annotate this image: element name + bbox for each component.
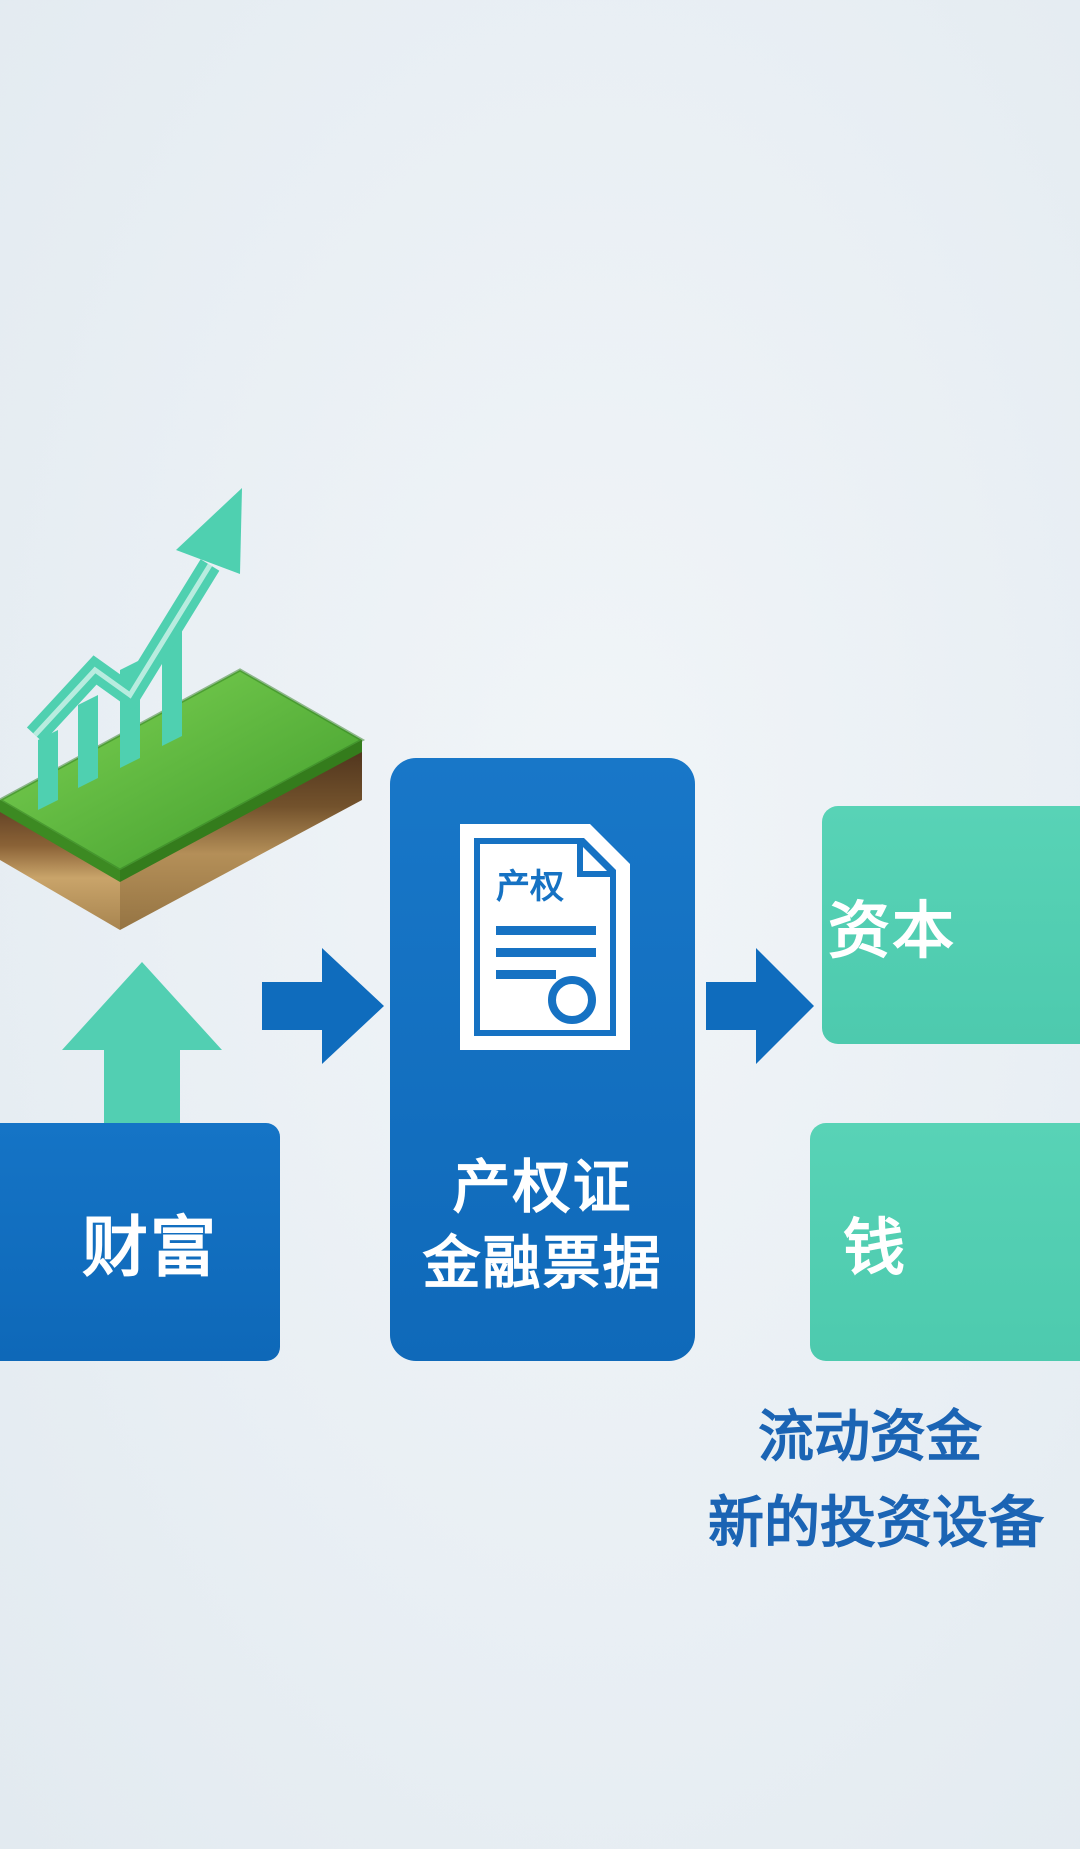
money-label: 钱 bbox=[842, 1211, 907, 1284]
land-growth-icon bbox=[0, 488, 366, 930]
document-certificate-icon: 产权 bbox=[460, 824, 630, 1050]
caption-line-1: 流动资金 bbox=[758, 1405, 982, 1470]
certificate-line-2: 金融票据 bbox=[422, 1229, 663, 1297]
capital-box: 资本 bbox=[822, 806, 1080, 1044]
money-box: 钱 bbox=[810, 1123, 1080, 1361]
caption-line-2: 新的投资设备 bbox=[708, 1491, 1044, 1556]
capital-label: 资本 bbox=[827, 894, 956, 967]
certificate-line-1: 产权证 bbox=[452, 1153, 633, 1221]
arrow-right-icon bbox=[706, 948, 814, 1064]
wealth-label: 财富 bbox=[82, 1209, 218, 1286]
document-label: 产权 bbox=[496, 867, 564, 907]
arrow-right-icon bbox=[262, 948, 384, 1064]
wealth-box: 财富 bbox=[0, 1123, 280, 1361]
arrow-up-icon bbox=[62, 962, 222, 1124]
